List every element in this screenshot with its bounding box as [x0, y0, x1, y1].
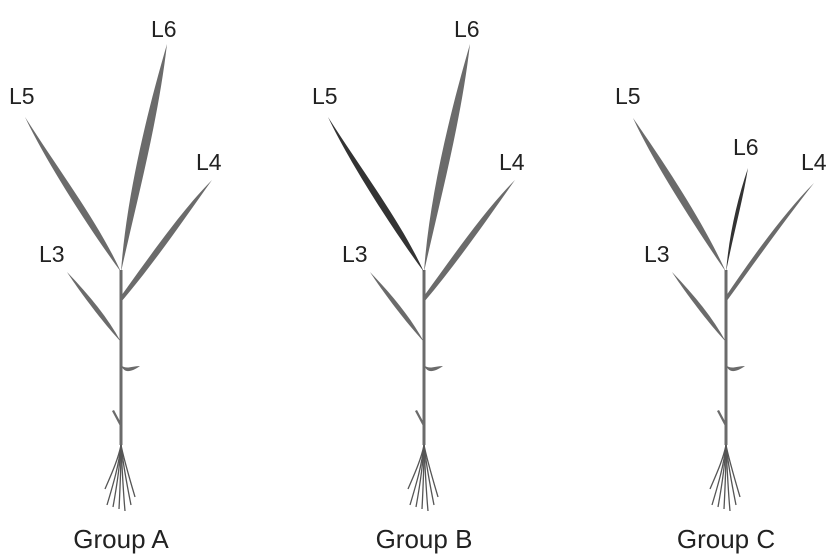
leaf-label-l4: L4 — [499, 149, 525, 175]
leaf-label-l4: L4 — [801, 149, 827, 175]
leaf-l6 — [424, 44, 470, 272]
leaf-l5 — [25, 117, 121, 272]
leaf-l4 — [424, 180, 515, 302]
leaf-label-l3: L3 — [342, 241, 368, 267]
leaf-l5 — [633, 118, 726, 272]
plant-group-c: L6 L5 L4 L3 Group C — [615, 83, 827, 554]
leaf-l3 — [672, 272, 726, 342]
leaf-label-l4: L4 — [196, 149, 222, 175]
leaf-l5 — [328, 117, 424, 272]
leaf-label-l3: L3 — [39, 241, 65, 267]
lower-leaf-stub — [112, 410, 122, 428]
lower-leaf-small — [726, 365, 745, 372]
plant-group-b: L6 L5 L4 L3 Group B — [312, 16, 525, 554]
leaf-l6 — [726, 168, 748, 272]
group-label-b: Group B — [376, 524, 473, 554]
leaf-l3 — [67, 272, 121, 342]
leaf-label-l6: L6 — [151, 16, 177, 42]
leaf-label-l3: L3 — [644, 241, 670, 267]
lower-leaf-small — [121, 365, 140, 372]
leaf-label-l6: L6 — [733, 134, 759, 160]
leaf-l4 — [121, 180, 212, 302]
leaf-label-l5: L5 — [9, 83, 35, 109]
leaf-l6 — [121, 44, 167, 272]
leaf-label-l6: L6 — [454, 16, 480, 42]
lower-leaf-small — [424, 365, 443, 372]
leaf-label-l5: L5 — [615, 83, 641, 109]
roots — [709, 444, 741, 512]
leaf-label-l5: L5 — [312, 83, 338, 109]
lower-leaf-stub — [415, 410, 425, 428]
plant-group-a: L6 L5 L4 L3 Group A — [9, 16, 222, 554]
group-label-a: Group A — [73, 524, 169, 554]
roots — [104, 444, 136, 512]
leaf-l3 — [370, 272, 424, 342]
roots — [407, 444, 439, 512]
lower-leaf-stub — [717, 410, 727, 428]
group-label-c: Group C — [677, 524, 775, 554]
